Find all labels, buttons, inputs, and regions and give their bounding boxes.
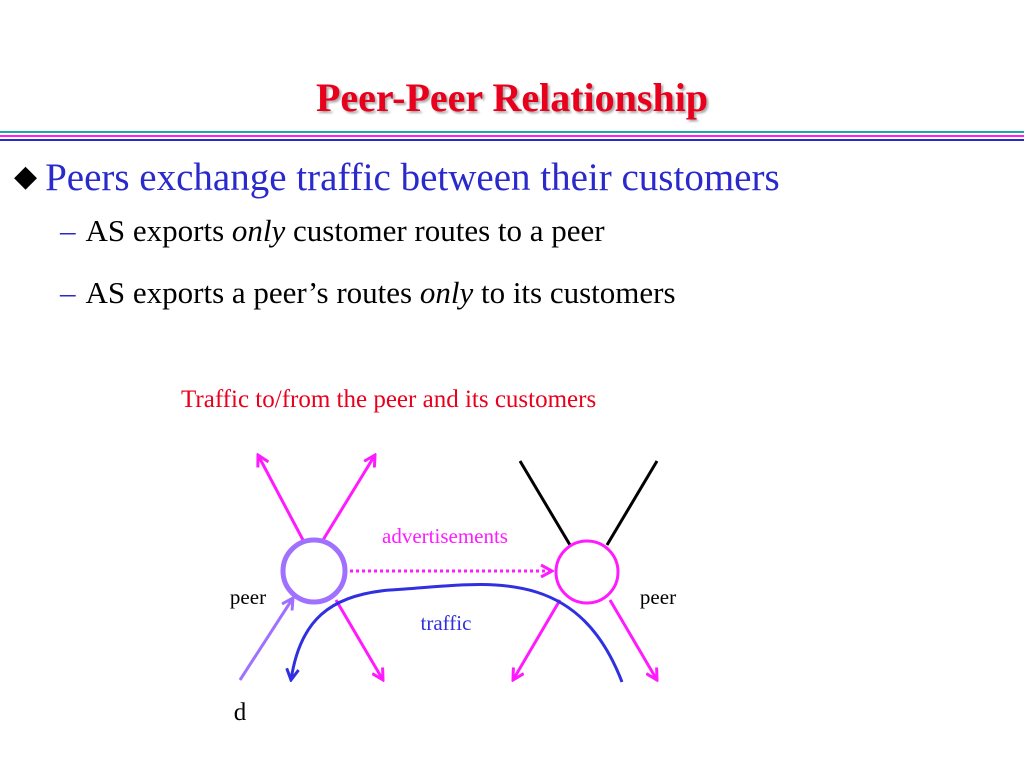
sub-bullet-1-after: customer routes to a peer	[285, 213, 605, 248]
right-lower-right-arrow	[608, 599, 657, 680]
right-peer-label: peer	[640, 585, 676, 609]
traffic-label: traffic	[421, 611, 472, 635]
main-bullet-text: Peers exchange traffic between their cus…	[45, 156, 780, 199]
left-upper-right-arrow	[321, 455, 375, 541]
traffic-curve-arrow	[291, 583, 624, 682]
right-upper-right-link	[605, 460, 659, 546]
right-upper-left-link	[518, 460, 572, 546]
sub-bullet-1-before: AS exports	[85, 213, 232, 248]
slide-title: Peer-Peer Relationship	[315, 75, 709, 120]
right-peer-node	[554, 539, 620, 605]
right-lower-left-arrow	[513, 599, 562, 680]
destination-arrow	[238, 598, 293, 681]
sub-bullet-1: –AS exports only customer routes to a pe…	[60, 213, 605, 249]
title-rule-magenta	[0, 135, 1024, 137]
destination-label: d	[234, 699, 247, 726]
left-peer-label: peer	[230, 585, 266, 609]
sub-bullet-2-emphasis: only	[419, 275, 474, 310]
title-rule-blue	[0, 139, 1024, 141]
sub-bullet-1-emphasis: only	[231, 213, 286, 248]
title-rule-teal	[0, 131, 1024, 133]
left-peer-node	[280, 537, 348, 605]
sub-bullet-2: –AS exports a peer’s routes only to its …	[60, 275, 676, 311]
dash-bullet-icon: –	[60, 213, 76, 248]
diagram-caption: Traffic to/from the peer and its custome…	[181, 386, 597, 413]
diamond-bullet-icon: ◆	[14, 160, 38, 193]
advertisements-label: advertisements	[382, 524, 508, 548]
sub-bullet-2-before: AS exports a peer’s routes	[85, 275, 420, 310]
left-lower-right-arrow	[334, 599, 383, 680]
sub-bullet-2-after: to its customers	[473, 275, 676, 310]
dash-bullet-icon: –	[60, 275, 76, 310]
left-upper-left-arrow	[258, 455, 305, 541]
main-bullet: ◆Peers exchange traffic between their cu…	[14, 155, 780, 200]
